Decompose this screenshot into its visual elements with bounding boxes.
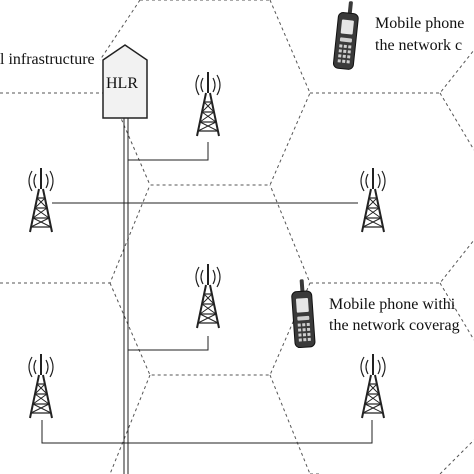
phone-top-label-line2: the network c [375, 37, 463, 54]
wired-links [41, 118, 373, 474]
phone-middle-label-line2: the network coverag [329, 317, 460, 334]
tower-bottom-right-icon [360, 353, 386, 419]
infrastructure-label: l infrastructure [0, 51, 95, 68]
hlr-label: HLR [106, 75, 138, 92]
phone-top-icon [332, 0, 361, 71]
phone-top-label-line1: Mobile phone [375, 15, 465, 32]
tower-left-icon [28, 167, 54, 233]
tower-bottom-left-icon [28, 353, 54, 419]
tower-right-icon [360, 167, 386, 233]
tower-center-icon [195, 263, 221, 329]
hlr-node-icon [102, 44, 148, 119]
tower-top-icon [195, 71, 221, 137]
phone-middle-icon [290, 278, 316, 349]
phone-middle-label-line1: Mobile phone withi [329, 296, 456, 313]
